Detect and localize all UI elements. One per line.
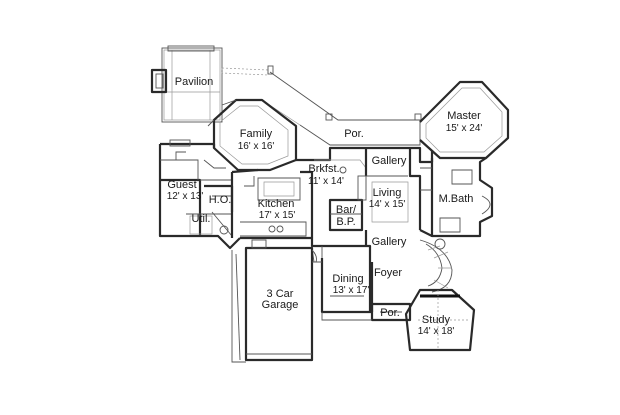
room-label-master-bath: M.Bath (439, 193, 474, 205)
room-dims-living: 14' x 15' (369, 199, 406, 210)
gallery-upper-walls (364, 148, 422, 230)
room-label-dining: Dining (332, 273, 363, 285)
room-dims-master: 15' x 24' (446, 123, 483, 134)
curved-stair (419, 239, 453, 293)
room-label-porch-front: Por. (380, 307, 400, 319)
pavilion-walkway (221, 67, 269, 76)
room-label-garage-line1: 3 Car (267, 288, 294, 300)
master-bedroom-walls (419, 80, 510, 160)
room-label-porch-rear: Por. (344, 128, 364, 140)
master-bath-walls (430, 157, 494, 238)
rear-porch-outline (269, 71, 421, 146)
room-dims-guest: 12' x 13' (167, 191, 204, 202)
room-label-bp: B.P. (336, 216, 355, 228)
family-room-walls (212, 98, 298, 172)
room-label-kitchen: Kitchen (258, 198, 295, 210)
room-label-study: Study (422, 314, 451, 326)
room-dims-dining: 13' x 17' (333, 285, 370, 296)
room-label-family: Family (240, 128, 273, 140)
room-label-pavilion: Pavilion (175, 76, 214, 88)
kitchen-walls (230, 168, 314, 238)
column (267, 65, 274, 75)
room-label-living: Living (373, 187, 402, 199)
room-label-utility: Util. (192, 213, 211, 225)
front-porch-walls (370, 302, 412, 322)
room-dims-kitchen: 17' x 15' (259, 210, 296, 221)
bar-walls (328, 198, 364, 232)
room-label-guest: Guest (167, 179, 196, 191)
room-label-bar: Bar/ (336, 204, 357, 216)
garage-walls (244, 246, 314, 362)
study-walls (404, 288, 476, 352)
room-dims-study: 14' x 18' (418, 326, 455, 337)
room-label-home-office: H.O. (209, 194, 232, 206)
room-label-master: Master (447, 110, 481, 122)
room-label-gallery-upper: Gallery (372, 155, 407, 167)
room-label-breakfast: Brkfst. (308, 163, 339, 175)
room-dims-family: 16' x 16' (238, 141, 275, 152)
exterior-walls (158, 142, 434, 312)
pavilion-structure (150, 45, 223, 123)
room-label-garage-line2: Garage (262, 299, 299, 311)
room-label-gallery-lower: Gallery (372, 236, 407, 248)
room-label-foyer: Foyer (374, 267, 402, 279)
room-dims-breakfast: 11' x 14' (308, 176, 344, 187)
